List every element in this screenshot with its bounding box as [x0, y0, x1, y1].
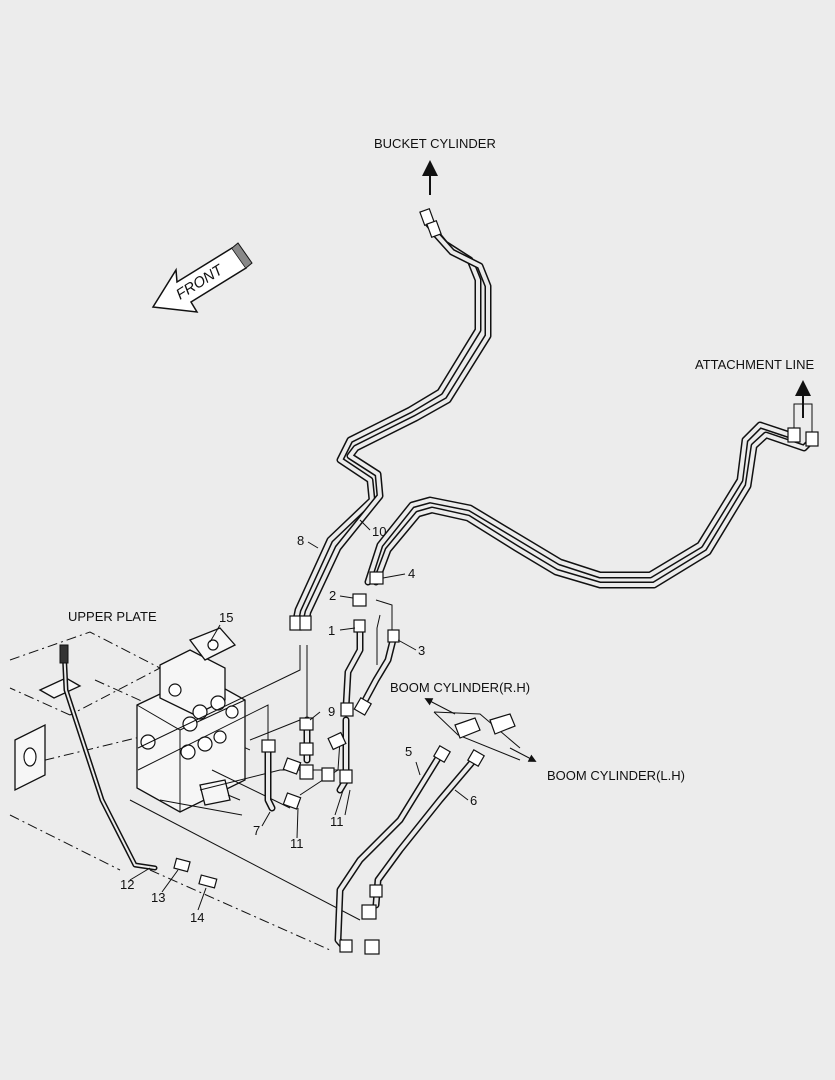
part-number-15: 15 [219, 610, 233, 625]
control-valve-15 [136, 627, 246, 813]
part-number-4: 4 [408, 566, 415, 581]
part-number-9: 9 [328, 704, 335, 719]
part-number-3: 3 [418, 643, 425, 658]
pipe-8 [291, 218, 482, 629]
part-number-5: 5 [405, 744, 412, 759]
part-number-14: 14 [190, 910, 204, 925]
rod-12 [59, 644, 158, 871]
label-attachment-line: ATTACHMENT LINE [695, 357, 815, 372]
part-number-11b: 11 [290, 836, 304, 851]
part-number-2: 2 [329, 588, 336, 603]
part-number-10: 10 [372, 524, 386, 539]
attachment-pipes [364, 421, 816, 589]
pipe-5 [334, 751, 444, 952]
part-number-8: 8 [297, 533, 304, 548]
leader-lines [129, 599, 521, 921]
label-boom-cylinder-rh: BOOM CYLINDER(R.H) [390, 680, 530, 695]
upper-plate-outline [9, 631, 331, 951]
pipe-10 [301, 228, 492, 629]
part-number-11a: 11 [330, 814, 344, 829]
label-boom-cylinder-lh: BOOM CYLINDER(L.H) [547, 768, 685, 783]
number-leaders [129, 519, 469, 911]
front-arrow: FRONT [151, 242, 253, 313]
pipe-1 [342, 624, 364, 712]
label-bucket-cylinder: BUCKET CYLINDER [374, 136, 496, 151]
part-number-1: 1 [328, 623, 335, 638]
part-number-13: 13 [151, 890, 165, 905]
pipe-7 [264, 716, 350, 812]
direction-arrows [422, 160, 813, 762]
part-number-12: 12 [120, 877, 134, 892]
pipe-3 [358, 636, 397, 710]
part-number-6: 6 [470, 793, 477, 808]
label-upper-plate: UPPER PLATE [68, 609, 157, 624]
fittings [173, 207, 819, 955]
part-number-7: 7 [253, 823, 260, 838]
